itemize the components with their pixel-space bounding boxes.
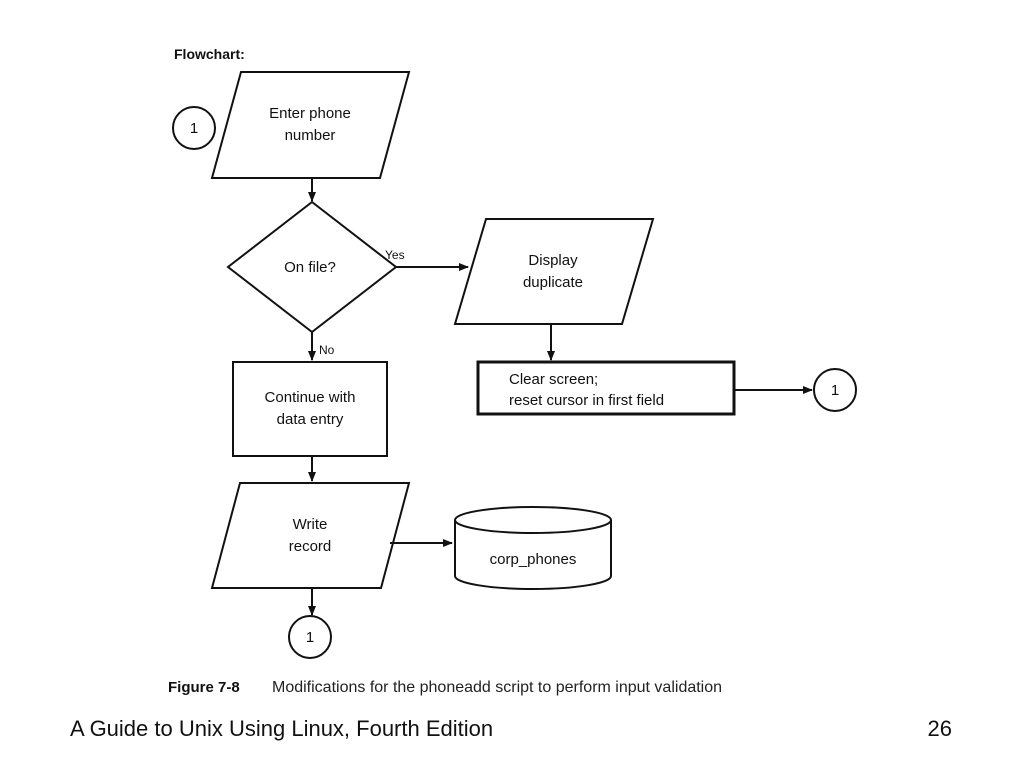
figure-caption-label: Figure 7-8 [168,679,240,696]
corp-phones-database: corp_phones [454,506,612,590]
on-file-label: On file? [284,259,336,276]
connector-start-label: 1 [190,120,198,137]
corp-phones-label: corp_phones [490,551,577,568]
on-file-decision: On file? [226,200,398,334]
yes-label: Yes [385,248,405,262]
display-duplicate-line1: Display [528,252,578,269]
enter-phone-node: Enter phone number [210,71,411,179]
enter-phone-label-line2: number [285,127,336,144]
footer-page-number: 26 [927,716,952,741]
clear-screen-node: Clear screen; reset cursor in first fiel… [476,360,736,416]
write-record-line1: Write [293,516,328,533]
connector-right-label: 1 [831,382,839,399]
continue-entry-line1: Continue with [265,389,356,406]
connector-start: 1 [172,106,216,150]
enter-phone-label-line1: Enter phone [269,105,351,122]
connector-bottom-label: 1 [306,629,314,646]
continue-entry-node: Continue with data entry [232,361,388,457]
write-record-line2: record [289,538,332,555]
continue-entry-line2: data entry [277,411,344,428]
figure-caption-text: Modifications for the phoneadd script to… [272,679,722,696]
clear-screen-line1: Clear screen; [509,371,598,388]
footer-book-title: A Guide to Unix Using Linux, Fourth Edit… [70,716,494,741]
display-duplicate-node: Display duplicate [453,218,655,325]
flowchart-heading: Flowchart: [174,46,245,62]
write-record-node: Write record [210,482,411,589]
connector-bottom: 1 [288,615,332,659]
display-duplicate-line2: duplicate [523,274,583,291]
clear-screen-line2: reset cursor in first field [509,392,664,409]
no-label: No [319,343,335,357]
connector-right: 1 [813,368,857,412]
